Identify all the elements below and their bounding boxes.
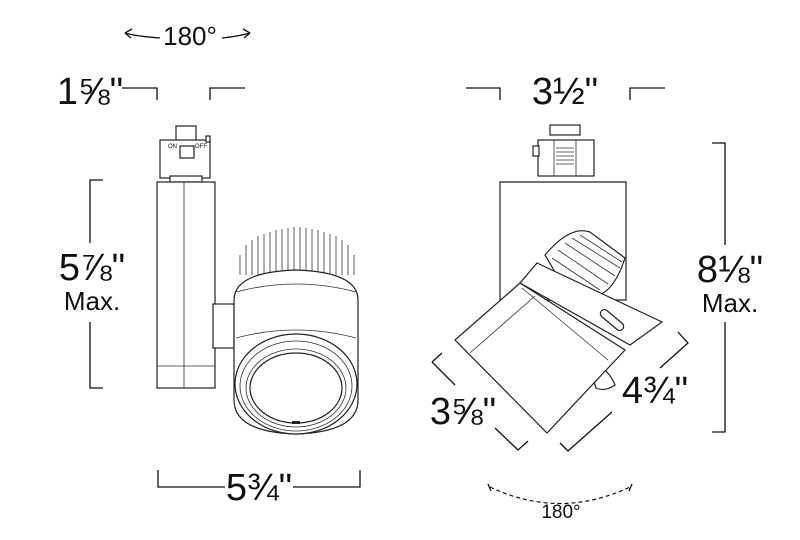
- lamp-head-rotated: [454, 230, 664, 434]
- rotation-arrow-icon: [124, 28, 251, 39]
- side-depth-dimension-line: [157, 470, 361, 488]
- rotation-arc-icon: [489, 486, 631, 505]
- rotation-arc-ends: [487, 483, 633, 492]
- side-height-label: 5⅞": [59, 247, 125, 289]
- side-height-qualifier: Max.: [64, 286, 120, 316]
- side-view: 180° 1⅝" 5⅞" Max. ON OFF: [57, 21, 361, 509]
- driver-housing: [156, 181, 216, 389]
- head-diameter-dimension-line: [431, 352, 529, 451]
- front-rotation-label: 180°: [541, 502, 580, 523]
- front-width-dimension-line: [466, 87, 665, 100]
- head-length-dimension-line: [559, 331, 689, 452]
- side-width-label: 1⅝": [57, 71, 123, 113]
- front-width-label: 3½": [532, 71, 598, 113]
- switch-off-label: OFF: [195, 144, 207, 150]
- lamp-head: [233, 227, 359, 435]
- front-height-dimension-line: [712, 142, 726, 433]
- head-length-label: 4¾": [622, 370, 688, 412]
- head-diameter-label: 3⅝": [430, 391, 496, 433]
- side-height-dimension-line: [89, 179, 103, 389]
- stem: [212, 303, 235, 349]
- side-rotation-label: 180°: [163, 21, 217, 51]
- track-adapter: ON OFF: [159, 125, 211, 183]
- front-height-qualifier: Max.: [702, 288, 758, 318]
- side-width-dimension-line: [122, 87, 245, 100]
- switch-on-label: ON: [168, 144, 177, 150]
- front-height-label: 8⅛": [697, 249, 763, 291]
- side-depth-label: 5¾": [226, 467, 292, 509]
- track-adapter-front: [532, 124, 595, 177]
- front-view: 3½" 8⅛" Max. 3⅝" 4: [430, 71, 763, 523]
